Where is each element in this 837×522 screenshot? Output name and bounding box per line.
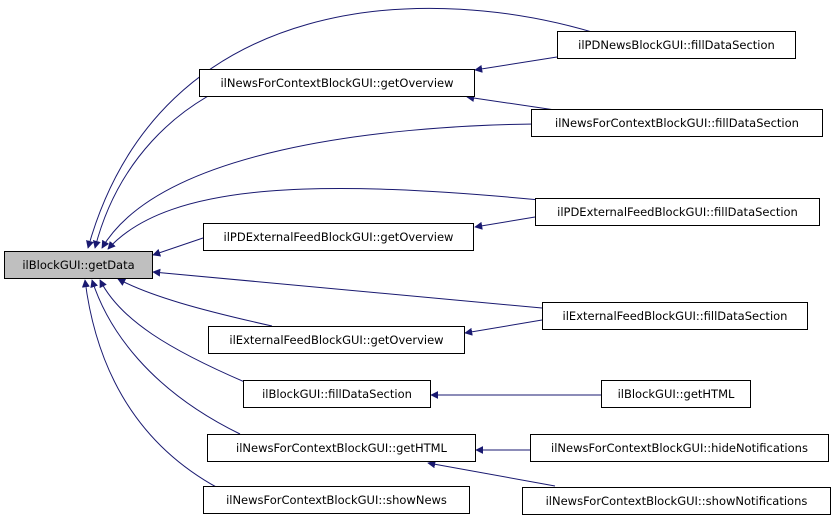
node-ilexternalfeedblockgui-getoverview[interactable]: ilExternalFeedBlockGUI::getOverview [208, 326, 465, 354]
edge-newsforcontext-filldatasection-to-getdata [101, 123, 536, 249]
node-ilnewsforcontextblockgui-getoverview[interactable]: ilNewsForContextBlockGUI::getOverview [199, 69, 475, 97]
node-ilexternalfeedblockgui-filldatasection[interactable]: ilExternalFeedBlockGUI::fillDataSection [542, 302, 808, 330]
node-ilblockgui-getdata: ilBlockGUI::getData [4, 251, 153, 279]
edge-newsforcontext-gethtml-to-getdata [90, 279, 241, 435]
node-ilnewsforcontextblockgui-shownotifications[interactable]: ilNewsForContextBlockGUI::showNotificati… [522, 487, 831, 515]
edge-newsforcontext-shownews-to-getdata [81, 279, 219, 489]
edge-pdexternalfeed-filldatasection-to-getdata [107, 187, 541, 250]
edge-externalfeed-getoverview-to-getdata [117, 278, 273, 327]
node-ilblockgui-filldatasection[interactable]: ilBlockGUI::fillDataSection [243, 380, 431, 408]
edge-shownotifications-to-gethtml [427, 460, 556, 487]
edge-pdexternalfeed-filldatasection-to-getoverview [474, 216, 536, 230]
edge-externalfeed-filldatasection-to-getoverview [464, 319, 543, 336]
node-ilpdexternalfeedblockgui-filldatasection[interactable]: ilPDExternalFeedBlockGUI::fillDataSectio… [535, 198, 820, 226]
edge-newsforcontext-filldatasection-to-getoverview [466, 94, 556, 111]
edge-pdexternalfeed-getoverview-to-getdata [152, 237, 204, 257]
node-ilpdexternalfeedblockgui-getoverview[interactable]: ilPDExternalFeedBlockGUI::getOverview [203, 223, 474, 251]
node-ilnewsforcontextblockgui-filldatasection[interactable]: ilNewsForContextBlockGUI::fillDataSectio… [531, 109, 823, 137]
edge-blockgui-filldatasection-to-getdata [99, 279, 248, 384]
edge-newsforcontext-getoverview-to-getdata [92, 71, 266, 249]
edge-pdnewsblock-filldatasection-to-getoverview [474, 56, 558, 73]
node-ilpdnewsblockgui-filldatasection[interactable]: ilPDNewsBlockGUI::fillDataSection [557, 31, 796, 59]
node-ilnewsforcontextblockgui-hidenotifications[interactable]: ilNewsForContextBlockGUI::hideNotificati… [530, 434, 829, 462]
edge-externalfeed-filldatasection-to-getdata [152, 268, 543, 309]
node-ilnewsforcontextblockgui-shownews[interactable]: ilNewsForContextBlockGUI::showNews [203, 486, 470, 514]
node-ilblockgui-gethtml[interactable]: ilBlockGUI::getHTML [601, 380, 751, 408]
edge-pdnewsblock-filldatasection-to-getdata [86, 7, 606, 249]
node-ilnewsforcontextblockgui-gethtml[interactable]: ilNewsForContextBlockGUI::getHTML [207, 434, 476, 462]
